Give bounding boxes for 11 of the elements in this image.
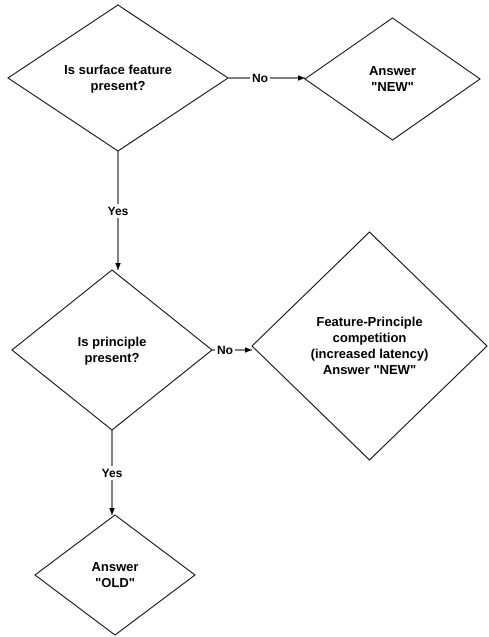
edge-label: No [250, 71, 270, 85]
diamond-text: Is surface feature present? [63, 62, 173, 94]
diamond-text: Is principle present? [76, 334, 148, 366]
arrow [228, 75, 306, 81]
arrow [115, 150, 121, 270]
edge-label: Yes [106, 204, 130, 218]
diamond-text: Feature-Principle competition (increased latency) Answer "NEW" [310, 314, 430, 378]
diamond-text: Answer "NEW" [368, 63, 417, 95]
diamond-text: Answer "OLD" [90, 559, 140, 591]
edge-label: Yes [100, 466, 124, 480]
edge-label: No [215, 343, 235, 357]
